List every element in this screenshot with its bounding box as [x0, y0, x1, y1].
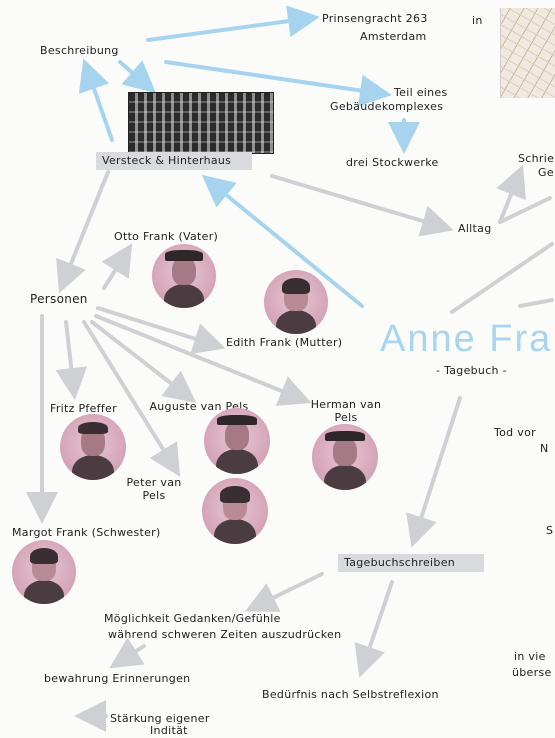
arrow-anne-alltag-right [450, 242, 554, 314]
node-fritz: Fritz Pfeffer [50, 402, 117, 415]
node-gebaeudekomplexes: Gebäudekomplexes [330, 100, 444, 113]
peter-photo [202, 478, 268, 544]
node-staerkung-2: Indität [150, 724, 188, 737]
map-image [500, 8, 555, 98]
node-staerkung-1: Stärkung eigener [110, 712, 210, 725]
node-moeglichkeit-2: während schweren Zeiten auszudrücken [108, 628, 342, 641]
margot-photo [12, 540, 76, 604]
arrow-beschreibung-building [118, 60, 157, 94]
versteck-highlight [96, 152, 252, 170]
node-herman: Herman van Pels [300, 398, 392, 424]
node-alltag: Alltag [458, 222, 492, 235]
tagebuchschreiben-highlight [338, 554, 484, 572]
otto-photo [152, 244, 216, 308]
hinterhaus-photo [128, 92, 274, 154]
fritz-photo [60, 414, 126, 480]
arrow-beschreibung-prinsengracht [146, 5, 320, 42]
node-teil-eines: Teil eines [394, 86, 448, 99]
arrow-alltag-right [498, 196, 552, 224]
arrow-tagebuch-schreiben [406, 396, 462, 548]
arrow-alltag-schrie [496, 164, 526, 224]
node-versteck: Versteck & Hinterhaus [102, 154, 232, 167]
anne-frank-title: Anne Fra [380, 318, 553, 360]
node-margot: Margot Frank (Schwester) [12, 526, 161, 539]
arrow-right-lower [518, 298, 554, 308]
node-in: in [472, 14, 483, 27]
arrow-versteck-alltag [270, 174, 454, 237]
node-drei-stockwerke: drei Stockwerke [346, 156, 439, 169]
node-tod-n: N [540, 442, 549, 455]
node-tagebuchschreiben: Tagebuchschreiben [344, 556, 456, 569]
node-personen: Personen [30, 292, 88, 306]
node-ge: Ge [538, 166, 554, 179]
node-bewahrung: bewahrung Erinnerungen [44, 672, 191, 685]
arrow-personen-edith [96, 306, 226, 355]
arrow-personen-auguste [90, 320, 197, 403]
node-amsterdam: Amsterdam [360, 30, 427, 43]
node-beschreibung: Beschreibung [40, 44, 119, 57]
node-edith: Edith Frank (Mutter) [226, 336, 343, 349]
edith-photo [264, 270, 328, 334]
auguste-photo [204, 408, 270, 474]
node-uebersetzt: überse [512, 666, 552, 679]
node-tod: Tod vor [494, 426, 536, 439]
node-otto: Otto Frank (Vater) [114, 230, 219, 243]
arrow-beschreibung-teil [164, 60, 392, 107]
arrow-versteck-beschreibung [78, 58, 114, 142]
node-schrie: Schrie [518, 152, 555, 165]
herman-name: Herman van Pels [310, 398, 382, 424]
node-peter: Peter van Pels [118, 476, 190, 502]
node-s-edge: S [546, 524, 554, 537]
herman-photo [312, 424, 378, 490]
node-beduerfnis: Bedürfnis nach Selbstreflexion [262, 688, 439, 701]
arrow-versteck-personen [56, 170, 110, 294]
arrow-moeglichkeit-bewahrung [109, 637, 146, 669]
arrow-personen-herman [94, 314, 312, 406]
arrow-schreiben-moeglichkeit [244, 572, 324, 612]
arrow-anne-versteck [201, 174, 364, 308]
node-prinsengracht: Prinsengracht 263 [322, 12, 428, 25]
arrow-personen-peter [82, 320, 181, 477]
arrow-schreiben-beduerfnis [354, 580, 394, 678]
arrow-personen-otto [101, 243, 133, 290]
peter-name: Peter van Pels [126, 476, 182, 502]
node-in-vie: in vie [514, 650, 546, 663]
arrow-personen-fritz [55, 320, 88, 400]
node-moeglichkeit-1: Möglichkeit Gedanken/Gefühle [104, 612, 281, 625]
node-tagebuch: - Tagebuch - [436, 364, 507, 377]
